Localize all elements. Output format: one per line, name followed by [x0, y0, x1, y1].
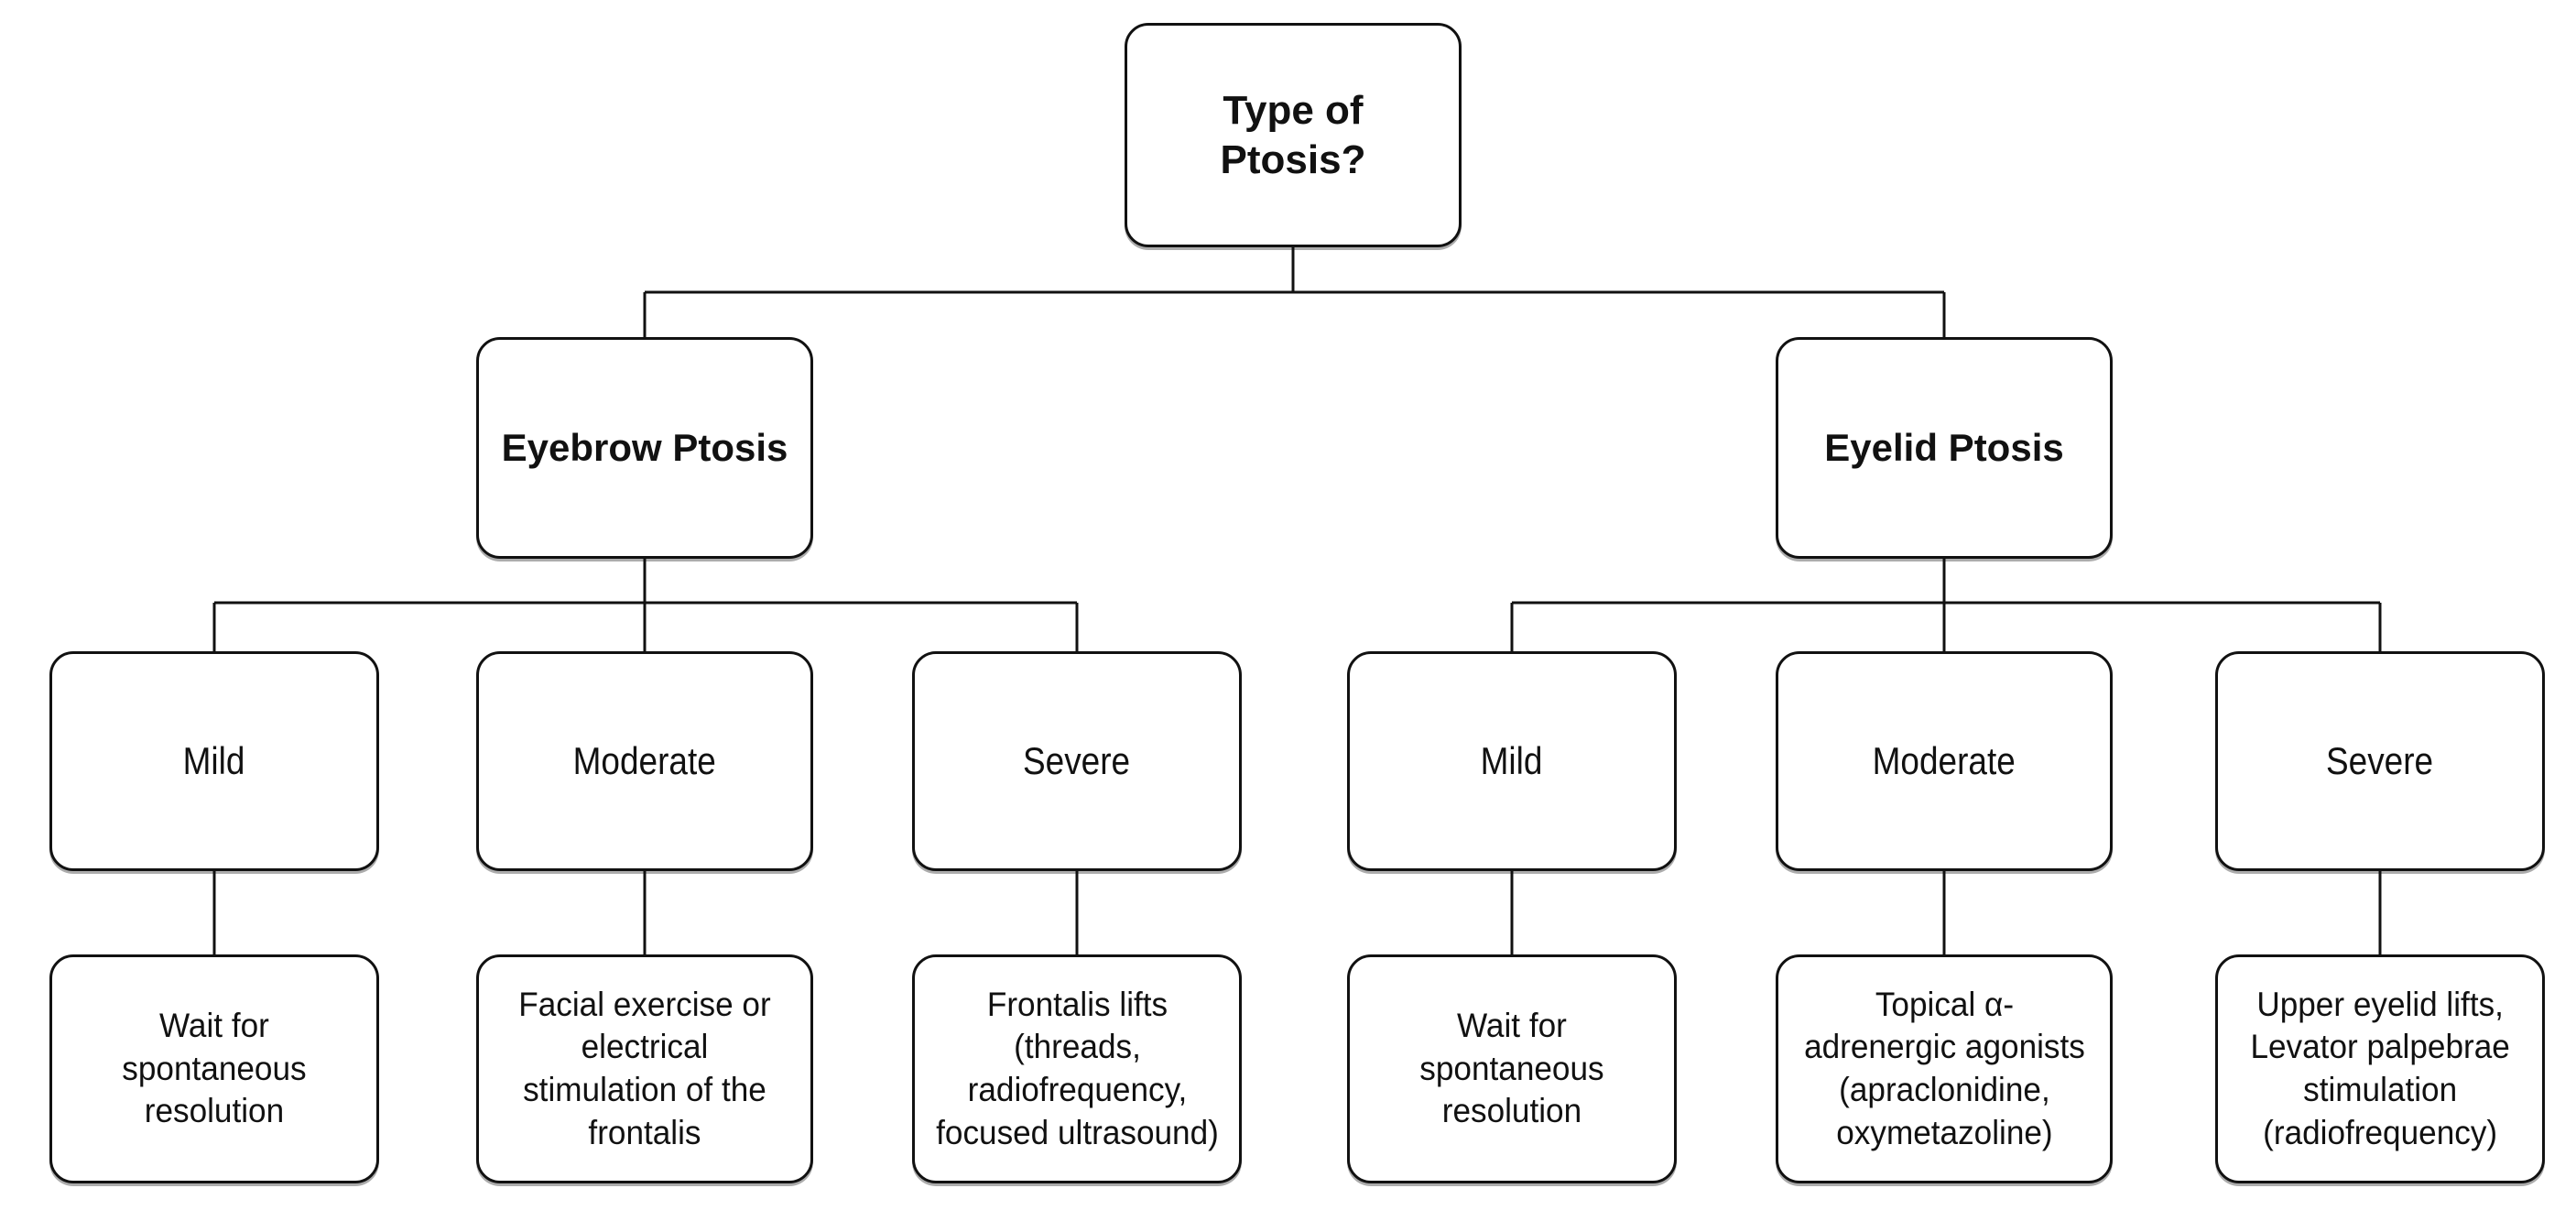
node-eyebrow-mild-treatment-label: Wait for spontaneous resolution: [122, 1007, 307, 1130]
node-eyelid-moderate: Moderate: [1776, 651, 2113, 871]
node-eyebrow-severe: Severe: [912, 651, 1242, 871]
node-eyebrow-mild-treatment: Wait for spontaneous resolution: [49, 954, 379, 1183]
node-eyebrow-ptosis: Eyebrow Ptosis: [476, 337, 813, 559]
node-eyebrow-severe-treatment: Frontalis lifts (threads, radiofrequency…: [912, 954, 1242, 1183]
node-eyelid-mild: Mild: [1347, 651, 1677, 871]
node-eyebrow-severe-treatment-label: Frontalis lifts (threads, radiofrequency…: [935, 985, 1219, 1151]
node-eyebrow-mild: Mild: [49, 651, 379, 871]
node-type-of-ptosis: Type of Ptosis?: [1125, 23, 1462, 247]
node-eyelid-severe-treatment: Upper eyelid lifts, Levator palpebrae st…: [2215, 954, 2545, 1183]
node-eyebrow-moderate-label: Moderate: [572, 739, 717, 782]
node-eyelid-severe: Severe: [2215, 651, 2545, 871]
node-eyebrow-severe-label: Severe: [1023, 739, 1131, 782]
node-eyebrow-moderate: Moderate: [476, 651, 813, 871]
node-eyelid-ptosis: Eyelid Ptosis: [1776, 337, 2113, 559]
node-type-of-ptosis-label: Type of Ptosis?: [1220, 87, 1366, 182]
node-eyebrow-mild-label: Mild: [183, 739, 245, 782]
node-eyelid-moderate-label: Moderate: [1872, 739, 2016, 782]
node-eyelid-mild-treatment: Wait for spontaneous resolution: [1347, 954, 1677, 1183]
node-eyelid-ptosis-label: Eyelid Ptosis: [1824, 426, 2064, 469]
node-eyebrow-moderate-treatment: Facial exercise or electrical stimulatio…: [476, 954, 813, 1183]
node-eyelid-mild-treatment-label: Wait for spontaneous resolution: [1419, 1007, 1604, 1130]
node-eyelid-mild-label: Mild: [1481, 739, 1543, 782]
node-eyebrow-ptosis-label: Eyebrow Ptosis: [501, 426, 788, 469]
node-eyelid-moderate-treatment: Topical α- adrenergic agonists (apraclon…: [1776, 954, 2113, 1183]
node-eyelid-severe-treatment-label: Upper eyelid lifts, Levator palpebrae st…: [2250, 985, 2510, 1151]
node-eyebrow-moderate-treatment-label: Facial exercise or electrical stimulatio…: [518, 985, 771, 1151]
node-eyelid-severe-label: Severe: [2326, 739, 2434, 782]
node-eyelid-moderate-treatment-label: Topical α- adrenergic agonists (apraclon…: [1803, 985, 2085, 1151]
